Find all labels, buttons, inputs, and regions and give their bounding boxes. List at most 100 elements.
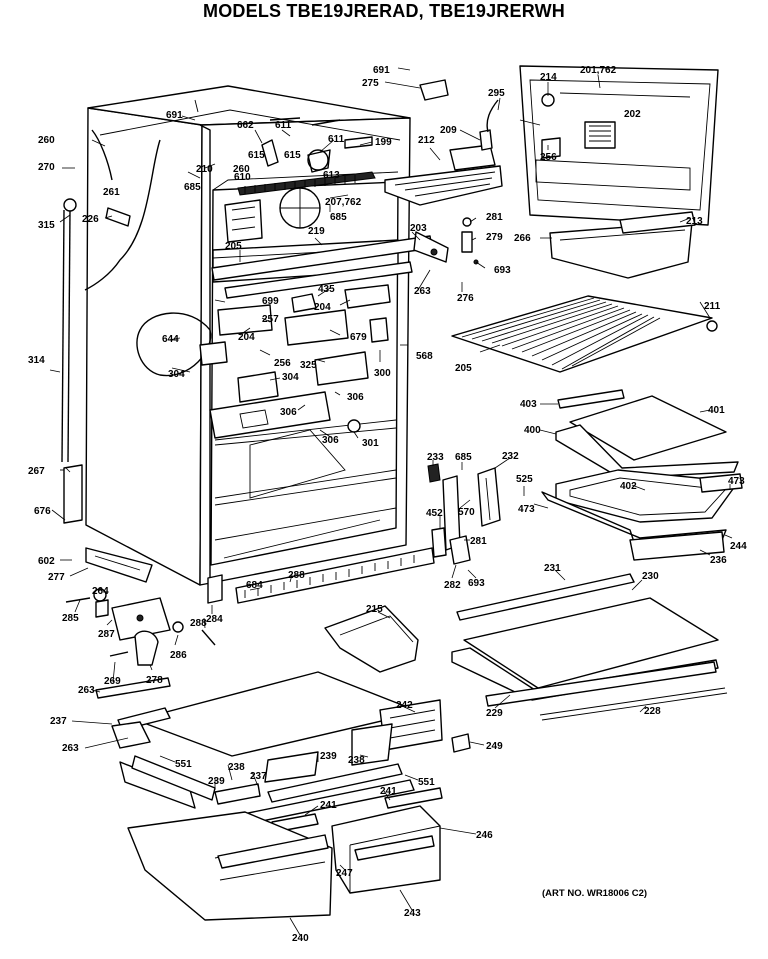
label-238-a: 238 [348, 755, 365, 766]
label-602: 602 [38, 556, 55, 567]
label-236: 236 [710, 555, 727, 566]
drain-tube-assembly [60, 198, 77, 471]
dairy-bin [324, 605, 419, 673]
label-676: 676 [34, 506, 51, 517]
label-242: 242 [396, 700, 413, 711]
center-hinge-parts [461, 217, 479, 265]
label-306-b: 306 [280, 407, 297, 418]
label-401: 401 [708, 405, 725, 416]
label-610: 610 [234, 172, 251, 183]
label-284: 284 [206, 614, 223, 625]
label-685-c: 685 [455, 452, 472, 463]
label-269: 269 [104, 676, 121, 687]
label-263-c: 263 [62, 743, 79, 754]
toe-grille [207, 547, 435, 604]
label-239-b: 239 [208, 776, 225, 787]
label-203: 203 [410, 223, 427, 234]
label-244: 244 [730, 541, 747, 552]
label-264: 264 [92, 586, 109, 597]
label-199: 199 [375, 137, 392, 148]
label-204-b: 204 [238, 332, 255, 343]
label-615-b: 615 [284, 150, 301, 161]
crisper-drawer-right [331, 805, 441, 894]
label-306-c: 306 [322, 435, 339, 446]
label-266: 266 [514, 233, 531, 244]
label-568: 568 [416, 351, 433, 362]
label-570: 570 [458, 507, 475, 518]
diagram-title: MODELS TBE19JRERAD, TBE19JRERWH [203, 1, 565, 21]
label-233: 233 [427, 452, 444, 463]
label-241-a: 241 [320, 800, 337, 811]
label-276: 276 [457, 293, 474, 304]
crisper-pan-cover [111, 671, 471, 783]
label-525: 525 [516, 474, 533, 485]
label-212: 212 [418, 135, 435, 146]
label-684: 684 [246, 580, 263, 591]
label-644: 644 [162, 334, 179, 345]
label-263-a: 263 [414, 286, 431, 297]
label-435: 435 [318, 284, 335, 295]
label-551-b: 551 [418, 777, 435, 788]
label-685-a: 685 [184, 182, 201, 193]
label-281-a: 281 [486, 212, 503, 223]
part-number-labels: 691 275 214 201,762 295 691 662 611 611 … [28, 65, 747, 944]
label-205-b: 205 [455, 363, 472, 374]
label-285: 285 [62, 613, 79, 624]
label-261: 261 [103, 187, 120, 198]
label-247: 247 [336, 868, 353, 879]
label-219: 219 [308, 226, 325, 237]
label-214: 214 [540, 72, 557, 83]
label-213: 213 [686, 216, 703, 227]
label-267: 267 [28, 466, 45, 477]
label-295: 295 [488, 88, 505, 99]
label-304-a: 304 [168, 369, 185, 380]
label-228: 228 [644, 706, 661, 717]
label-615-a: 615 [248, 150, 265, 161]
label-306-a: 306 [347, 392, 364, 403]
label-403: 403 [520, 399, 537, 410]
label-211: 211 [704, 301, 721, 312]
glass-shelf-assembly [555, 389, 739, 479]
label-662: 662 [237, 120, 254, 131]
label-613: 613 [323, 170, 340, 181]
label-256-a: 256 [540, 152, 557, 163]
label-210: 210 [196, 164, 213, 175]
lower-hardware-parts [65, 588, 216, 699]
freezer-door-liner [519, 65, 719, 226]
ice-tray-shelf-212 [384, 79, 503, 206]
label-693-b: 693 [468, 578, 485, 589]
label-473-a: 473 [728, 476, 745, 487]
fresh-food-glass-shelf [451, 573, 728, 721]
label-281-b: 281 [470, 536, 487, 547]
art-number-note: (ART NO. WR18006 C2) [542, 888, 647, 899]
label-260-b: 260 [233, 164, 250, 175]
shelf-support-rails [427, 463, 501, 565]
label-288-a: 288 [288, 570, 305, 581]
label-239-a: 239 [320, 751, 337, 762]
label-679: 679 [350, 332, 367, 343]
label-685-b: 685 [330, 212, 347, 223]
label-315: 315 [38, 220, 55, 231]
label-402: 402 [620, 481, 637, 492]
label-201-762: 201,762 [580, 65, 617, 76]
label-691-b: 691 [166, 110, 183, 121]
label-288-b: 288 [190, 618, 207, 629]
label-249: 249 [486, 741, 503, 752]
label-229: 229 [486, 708, 503, 719]
label-207-762: 207,762 [325, 197, 362, 208]
label-226: 226 [82, 214, 99, 225]
label-237-b: 237 [250, 771, 267, 782]
label-301: 301 [362, 438, 379, 449]
label-270: 270 [38, 162, 55, 173]
label-287: 287 [98, 629, 115, 640]
label-263-b: 263 [78, 685, 95, 696]
label-325: 325 [300, 360, 317, 371]
label-611-b: 611 [328, 134, 345, 145]
label-209: 209 [440, 125, 457, 136]
label-304-b: 304 [282, 372, 299, 383]
label-204-a: 204 [314, 302, 331, 313]
label-279: 279 [486, 232, 503, 243]
label-257: 257 [262, 314, 279, 325]
label-286: 286 [170, 650, 187, 661]
label-473-b: 473 [518, 504, 535, 515]
